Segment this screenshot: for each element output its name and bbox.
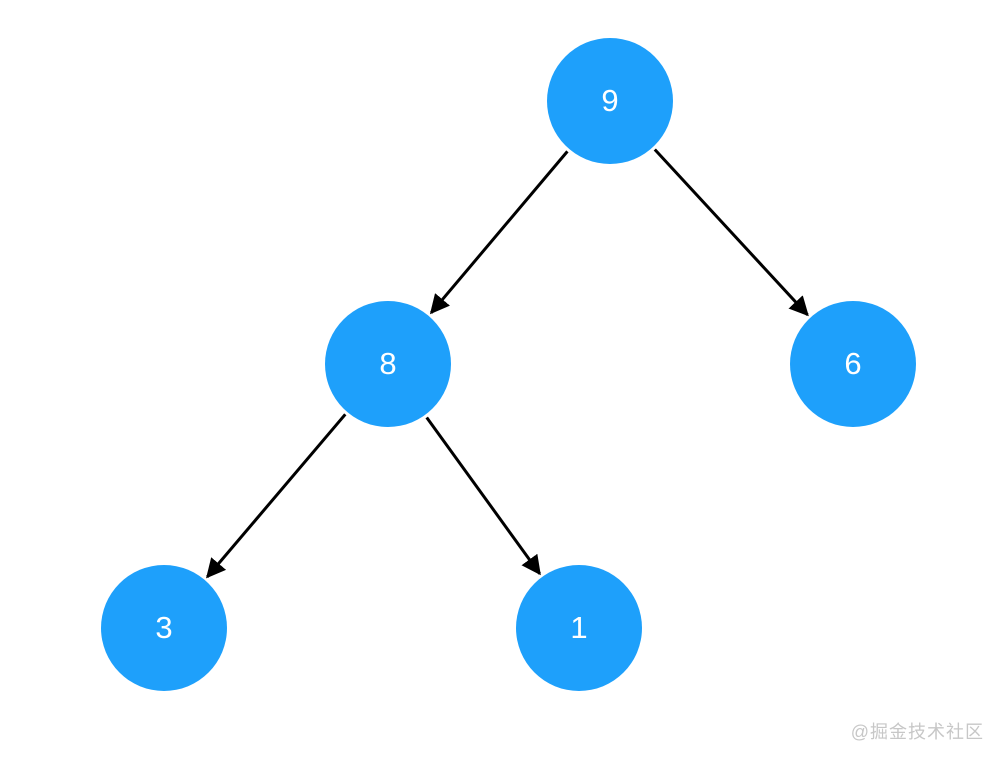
edge-arrow-8-to-1 — [425, 416, 541, 576]
edge-arrow-8-to-3 — [206, 413, 347, 579]
edges-group — [206, 148, 809, 579]
watermark: @掘金技术社区 — [850, 722, 984, 742]
edge-arrow-9-to-8 — [429, 150, 569, 315]
edge-arrow-9-to-6 — [653, 148, 809, 317]
